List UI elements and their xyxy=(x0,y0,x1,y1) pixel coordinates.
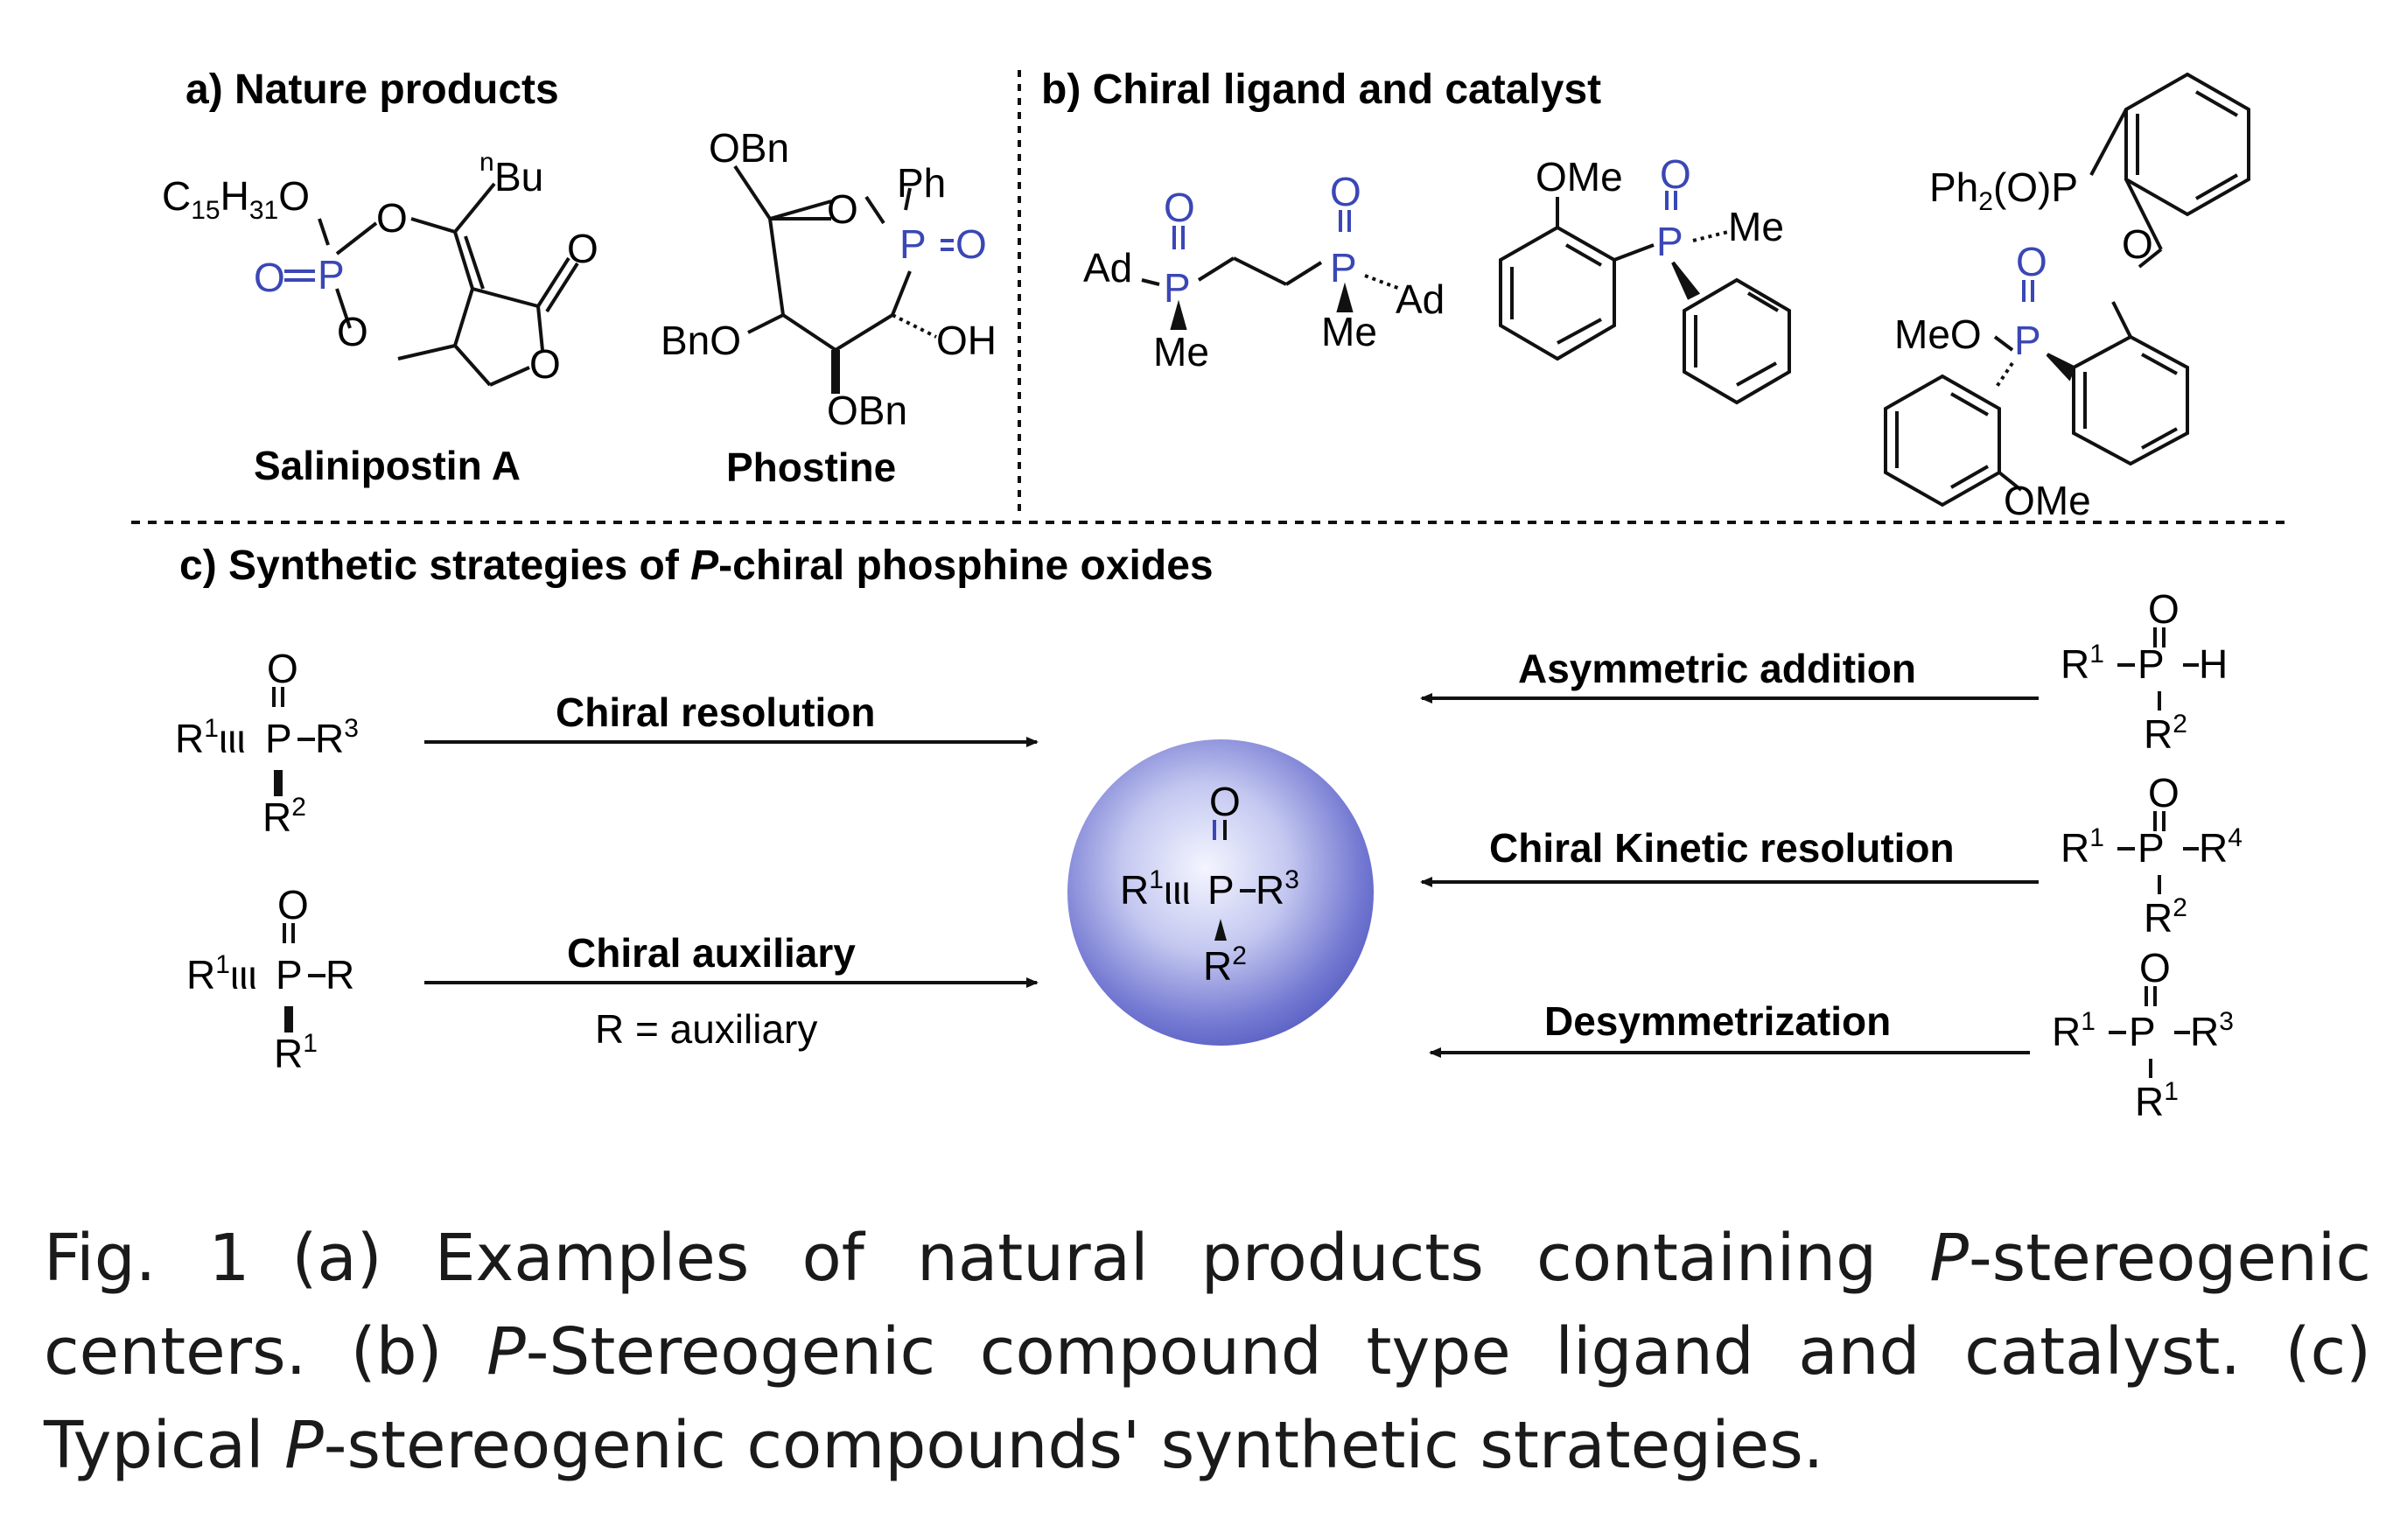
svg-text:O: O xyxy=(1330,169,1361,214)
svg-text:BnO: BnO xyxy=(661,318,741,363)
label-desymmetrization: Desymmetrization xyxy=(1544,998,1891,1044)
salinipostin-a-structure xyxy=(284,182,579,387)
svg-text:Me: Me xyxy=(1728,204,1784,249)
svg-text:O: O xyxy=(2148,770,2180,816)
caption-line-1: Fig. 1(a) Examples of natural products c… xyxy=(44,1221,2372,1296)
svg-text:O: O xyxy=(376,195,408,241)
figure-number: Fig. 1 xyxy=(44,1221,250,1296)
svg-text:O: O xyxy=(2016,239,2047,284)
biaryl-phosphine-oxide-labels: Ph2(O)P O O MeO P OMe xyxy=(1894,164,2153,523)
auxiliary-substrate: O R1ιιι P R R1 xyxy=(186,882,354,1076)
svg-text:C15H31O: C15H31O xyxy=(162,173,310,225)
phostine-name: Phostine xyxy=(726,444,896,490)
svg-text:R1ιιι: R1ιιι xyxy=(175,714,246,761)
panel-c-title: c) Synthetic strategies of P-chiral phos… xyxy=(179,542,1214,589)
svg-text:O: O xyxy=(277,882,309,928)
kinetic-substrate: O R1 P R4 R2 xyxy=(2061,770,2243,941)
svg-text:R1: R1 xyxy=(2135,1077,2179,1124)
svg-text:O: O xyxy=(2139,945,2171,990)
svg-text:R1: R1 xyxy=(2061,823,2104,871)
svg-text:Bu: Bu xyxy=(494,154,543,200)
bisphosphine-oxide-structure xyxy=(1141,210,1401,330)
svg-text:H: H xyxy=(2199,641,2228,687)
svg-text:R1ιιι: R1ιιι xyxy=(1120,865,1191,913)
figure-caption: Fig. 1(a) Examples of natural products c… xyxy=(44,1212,2371,1493)
svg-text:O: O xyxy=(529,341,561,387)
svg-text:OBn: OBn xyxy=(709,125,789,171)
panel-b-title: b) Chiral ligand and catalyst xyxy=(1041,66,1601,113)
svg-text:OMe: OMe xyxy=(1536,154,1623,200)
svg-text:P: P xyxy=(1207,867,1235,913)
svg-text:Ad: Ad xyxy=(1396,276,1445,322)
svg-text:O: O xyxy=(827,186,858,232)
phostine-labels: OBn O Ph P O BnO OH OBn Phostine xyxy=(661,125,997,490)
caption-line-2: centers. (b) P-Stereogenic compound type… xyxy=(44,1314,2371,1390)
svg-text:P: P xyxy=(899,221,927,267)
label-chiral-resolution: Chiral resolution xyxy=(556,690,875,735)
svg-text:R1: R1 xyxy=(2061,640,2104,687)
svg-text:P: P xyxy=(2129,1009,2156,1054)
svg-text:P: P xyxy=(1330,245,1357,290)
pamp-oxide-structure xyxy=(1499,191,1791,405)
resolution-substrate: O R1ιιι P R3 R2 xyxy=(175,646,359,840)
svg-text:Me: Me xyxy=(1321,309,1377,354)
svg-text:R1ιιι: R1ιιι xyxy=(186,950,257,998)
svg-text:R2: R2 xyxy=(1203,942,1247,989)
salinipostin-a-labels: C15H31O P O O O n Bu O O Salinipostin A xyxy=(162,148,598,488)
svg-text:P: P xyxy=(276,952,303,998)
svg-text:P: P xyxy=(1164,265,1191,311)
label-asymmetric-addition: Asymmetric addition xyxy=(1518,646,1916,691)
label-chiral-auxiliary: Chiral auxiliary xyxy=(567,930,856,976)
svg-text:R: R xyxy=(325,952,354,998)
svg-text:R4: R4 xyxy=(2199,823,2243,871)
svg-text:n: n xyxy=(479,148,494,177)
svg-text:OBn: OBn xyxy=(827,388,907,433)
svg-text:R1: R1 xyxy=(2052,1007,2096,1054)
svg-text:O: O xyxy=(567,226,598,271)
svg-text:P: P xyxy=(1656,219,1683,264)
svg-text:R2: R2 xyxy=(2144,893,2187,941)
svg-text:O: O xyxy=(955,221,987,267)
pamp-oxide-labels: OMe O P Me xyxy=(1536,151,1784,264)
svg-text:R3: R3 xyxy=(1256,865,1299,913)
svg-text:R1: R1 xyxy=(274,1029,318,1076)
caption-line-3: Typical P-stereogenic compounds' synthet… xyxy=(44,1408,1824,1483)
svg-text:Ad: Ad xyxy=(1083,245,1132,290)
svg-text:O: O xyxy=(2148,586,2180,632)
target-sphere xyxy=(1067,739,1374,1046)
addition-substrate: O R1 P H R2 xyxy=(2061,586,2228,757)
svg-text:P: P xyxy=(2138,641,2165,687)
salinipostin-a-name: Salinipostin A xyxy=(254,443,521,488)
svg-text:Ph: Ph xyxy=(897,160,946,206)
svg-text:O: O xyxy=(254,255,285,300)
phostine-structure xyxy=(733,164,954,394)
svg-text:Ph2(O)P: Ph2(O)P xyxy=(1929,164,2078,216)
svg-text:OH: OH xyxy=(936,318,997,363)
label-auxiliary-note: R = auxiliary xyxy=(595,1006,817,1052)
svg-text:O: O xyxy=(267,646,298,691)
biaryl-phosphine-oxide-structure xyxy=(1884,72,2250,508)
svg-text:OMe: OMe xyxy=(2004,478,2091,523)
svg-text:O: O xyxy=(337,309,368,354)
svg-text:MeO: MeO xyxy=(1894,312,1982,357)
svg-text:R2: R2 xyxy=(2144,710,2187,757)
figure-graphic: a) Nature products b) Chiral ligand and … xyxy=(131,66,2292,1124)
svg-text:P: P xyxy=(265,716,292,761)
svg-text:Me: Me xyxy=(1153,329,1209,374)
svg-text:R3: R3 xyxy=(315,714,359,761)
desymmetrization-substrate: O R1 P R3 R1 xyxy=(2052,945,2234,1124)
svg-text:O: O xyxy=(1660,151,1691,197)
svg-text:O: O xyxy=(1164,185,1195,230)
svg-text:P: P xyxy=(318,252,345,298)
label-kinetic-resolution: Chiral Kinetic resolution xyxy=(1489,825,1955,871)
panel-a-title: a) Nature products xyxy=(185,66,559,113)
svg-text:O: O xyxy=(1209,779,1241,824)
svg-text:R2: R2 xyxy=(262,793,306,840)
svg-text:R3: R3 xyxy=(2190,1007,2234,1054)
bisphosphine-oxide-labels: Ad O P Me O P Ad Me xyxy=(1083,169,1445,374)
target-phosphine-oxide: O R1ιιι P R3 R2 xyxy=(1120,779,1299,989)
svg-text:O: O xyxy=(2122,221,2153,267)
svg-text:P: P xyxy=(2014,318,2041,363)
svg-text:P: P xyxy=(2138,825,2165,871)
